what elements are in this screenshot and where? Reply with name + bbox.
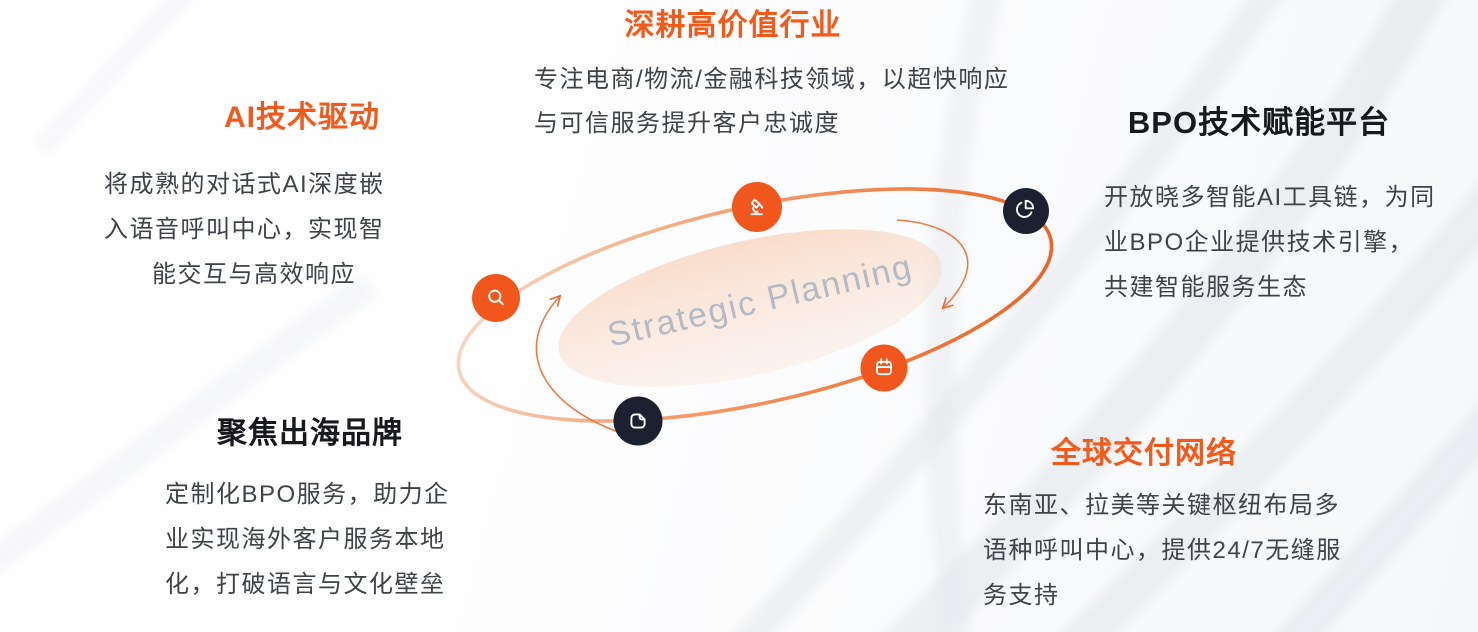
calendar-icon <box>860 344 908 392</box>
feature-heading-overseas-brands: 聚焦出海品牌 <box>217 417 403 450</box>
feature-heading-global-delivery: 全球交付网络 <box>1051 437 1237 470</box>
feature-text-line: 专注电商/物流/金融科技领域，以超快响应 <box>534 66 1010 93</box>
feature-text-line: 务支持 <box>983 582 1060 609</box>
pie-chart-icon <box>1003 188 1049 234</box>
feature-text-line: 业实现海外客户服务本地 <box>165 526 446 553</box>
feature-heading-ai-driven: AI技术驱动 <box>224 101 380 134</box>
feature-text-line: 定制化BPO服务，助力企 <box>165 481 450 508</box>
feature-text-line: 化，打破语言与文化壁垒 <box>165 571 446 598</box>
feature-text-line: 将成熟的对话式AI深度嵌 <box>104 171 385 198</box>
feature-text-global-delivery: 东南亚、拉美等关键枢纽布局多 语种呼叫中心，提供24/7无缝服 务支持 <box>983 483 1342 618</box>
feature-text-line: 入语音呼叫中心，实现智 <box>104 216 385 243</box>
feature-text-overseas-brands: 定制化BPO服务，助力企 业实现海外客户服务本地 化，打破语言与文化壁垒 <box>165 472 450 607</box>
feature-text-line: 共建智能服务生态 <box>1104 274 1308 301</box>
feature-text-high-value-industries: 专注电商/物流/金融科技领域，以超快响应 与可信服务提升客户忠诚度 <box>534 58 1009 146</box>
feature-text-line: 业BPO企业提供技术引擎， <box>1104 229 1415 256</box>
microscope-icon <box>732 182 782 232</box>
inner-tinted-ellipse <box>558 229 942 387</box>
feature-text-line: 与可信服务提升客户忠诚度 <box>534 110 840 137</box>
feature-text-line: 东南亚、拉美等关键枢纽布局多 <box>983 492 1340 519</box>
cycle-arrow-down-right <box>896 219 969 310</box>
feature-text-bpo-platform: 开放晓多智能AI工具链，为同 业BPO企业提供技术引擎， 共建智能服务生态 <box>1104 175 1436 310</box>
feature-text-line: 能交互与高效响应 <box>152 261 356 288</box>
feature-heading-high-value-industries: 深耕高价值行业 <box>624 9 842 42</box>
feature-text-line: 开放晓多智能AI工具链，为同 <box>1104 184 1436 211</box>
feature-text-ai-driven: 将成熟的对话式AI深度嵌 入语音呼叫中心，实现智 能交互与高效响应 <box>104 162 404 297</box>
feature-heading-bpo-platform: BPO技术赋能平台 <box>1127 105 1391 140</box>
document-icon <box>613 396 663 446</box>
cycle-arrow-up-left <box>535 294 635 438</box>
search-icon <box>472 274 520 322</box>
feature-text-line: 语种呼叫中心，提供24/7无缝服 <box>983 537 1342 564</box>
